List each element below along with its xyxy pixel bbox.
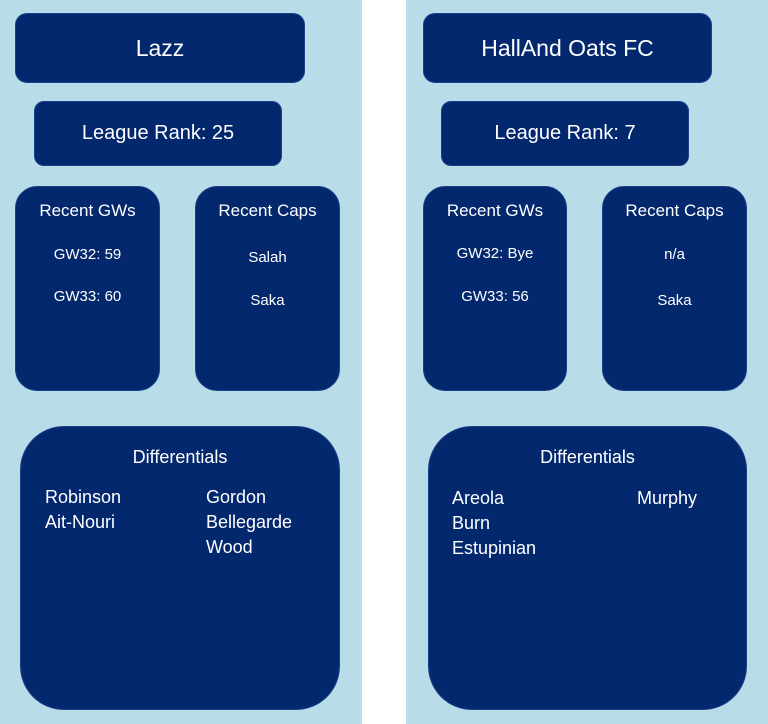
league-rank-card: League Rank: 25: [34, 101, 282, 166]
recent-cap-item: n/a: [664, 246, 685, 263]
recent-gws-card: Recent GWs GW32: Bye GW33: 56: [423, 186, 567, 391]
team-panel-right: HallAnd Oats FC League Rank: 7 Recent GW…: [406, 0, 768, 724]
team-panel-left: Lazz League Rank: 25 Recent GWs GW32: 59…: [0, 0, 362, 724]
recent-caps-card: Recent Caps Salah Saka: [195, 186, 340, 391]
differential-player: Gordon: [206, 487, 267, 507]
recent-gw-item: GW32: 59: [53, 246, 122, 263]
league-rank: League Rank: 25: [81, 122, 235, 144]
league-rank-card: League Rank: 7: [441, 101, 689, 166]
team-name: Lazz: [135, 34, 185, 61]
differentials-left-column: Areola Burn Estupinian: [452, 486, 536, 561]
team-name-card: Lazz: [15, 13, 305, 83]
recent-gw-item: GW33: 56: [461, 288, 529, 305]
recent-gws-card: Recent GWs GW32: 59 GW33: 60: [15, 186, 160, 391]
recent-caps-card: Recent Caps n/a Saka: [602, 186, 747, 391]
differentials-card: Differentials Robinson Ait-Nouri Gordon …: [20, 426, 340, 710]
differential-player: Burn: [452, 513, 491, 533]
team-name: HallAnd Oats FC: [481, 34, 654, 61]
recent-gws-title: Recent GWs: [446, 201, 544, 220]
differential-player: Estupinian: [452, 538, 537, 558]
differential-player: Murphy: [637, 488, 698, 508]
recent-gw-item: GW33: 60: [53, 288, 122, 305]
recent-cap-item: Saka: [250, 292, 285, 309]
recent-cap-item: Salah: [248, 249, 287, 266]
differential-player: Bellegarde: [206, 512, 293, 532]
differentials-title: Differentials: [540, 447, 635, 467]
differentials-card: Differentials Areola Burn Estupinian Mur…: [428, 426, 747, 710]
recent-gw-item: GW32: Bye: [456, 245, 534, 262]
differentials-left-column: Robinson Ait-Nouri: [45, 485, 121, 535]
recent-cap-item: Saka: [657, 292, 692, 309]
differentials-right-column: Gordon Bellegarde Wood: [206, 485, 292, 560]
differential-player: Wood: [206, 537, 253, 557]
recent-caps-title: Recent Caps: [625, 201, 724, 220]
differential-player: Ait-Nouri: [45, 512, 116, 532]
differential-player: Areola: [452, 488, 505, 508]
differential-player: Robinson: [45, 487, 122, 507]
differentials-right-column: Murphy: [637, 486, 697, 511]
recent-caps-title: Recent Caps: [218, 201, 317, 220]
league-rank: League Rank: 7: [494, 122, 636, 144]
differentials-title: Differentials: [132, 447, 228, 467]
team-name-card: HallAnd Oats FC: [423, 13, 712, 83]
recent-gws-title: Recent GWs: [39, 201, 136, 220]
